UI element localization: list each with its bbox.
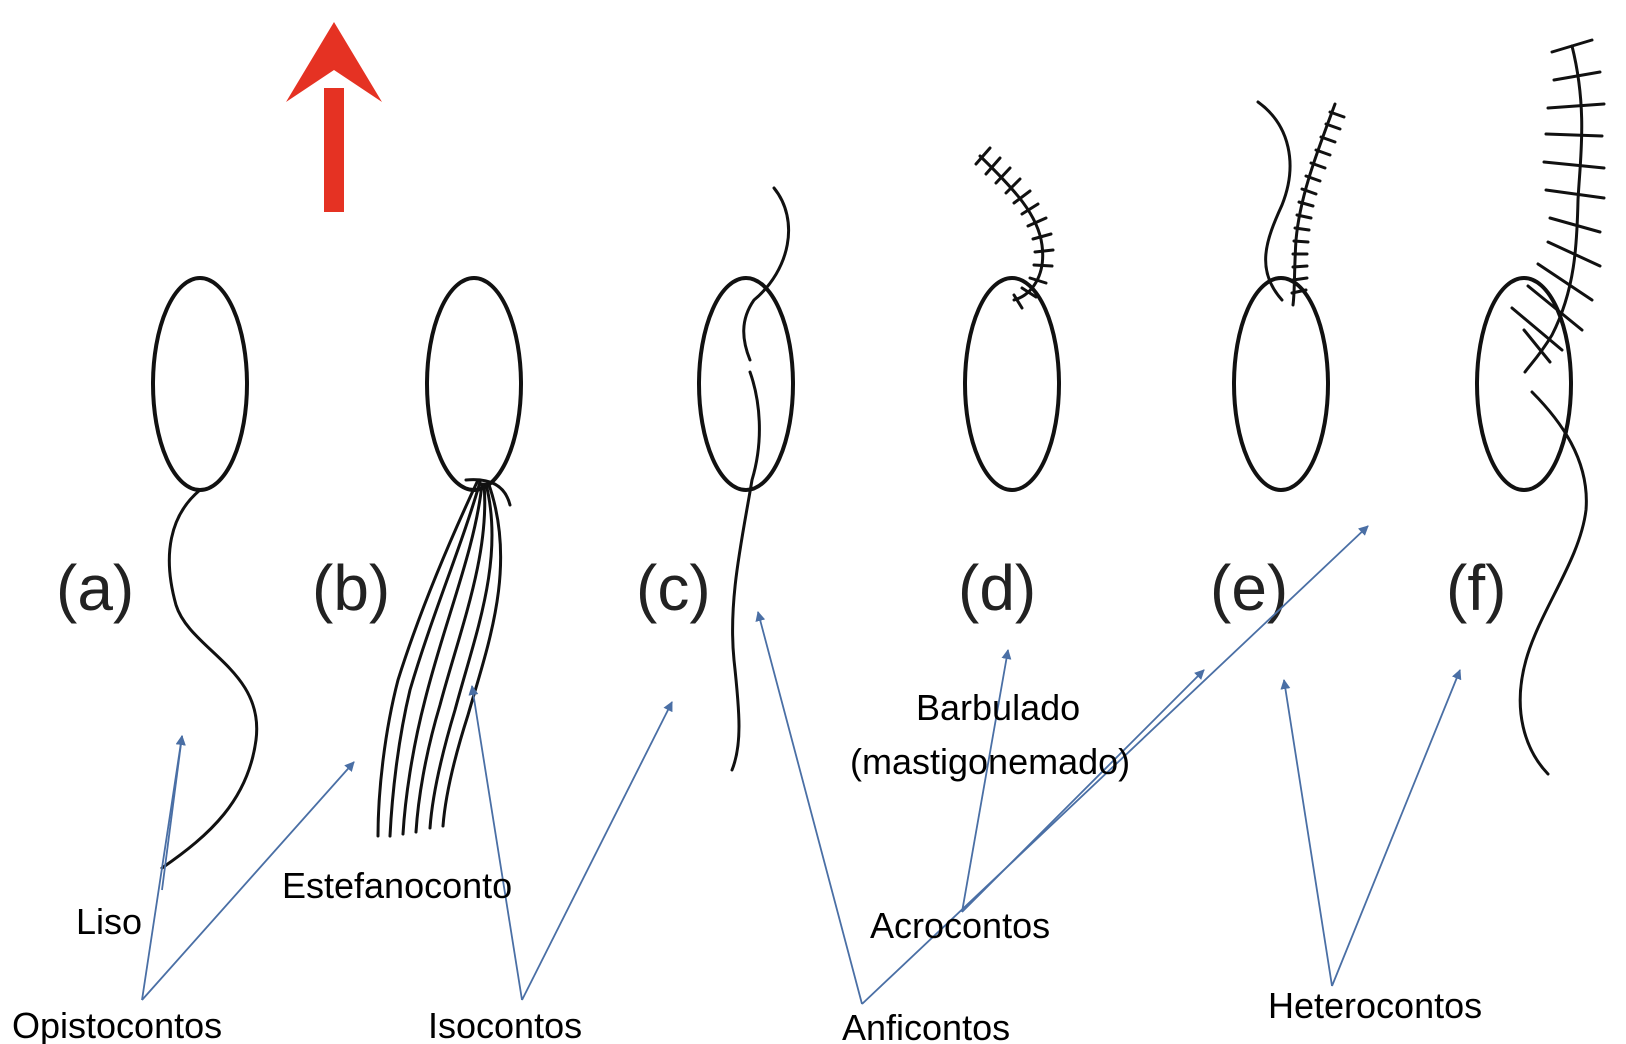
label-isocontos: Isocontos	[428, 1005, 582, 1044]
panel-d-letter: (d)	[958, 552, 1036, 624]
panel-f-cell	[1475, 38, 1606, 776]
panel-e-letter: (e)	[1210, 552, 1288, 624]
panel-a-cell	[151, 276, 259, 870]
label-opistocontos: Opistocontos	[12, 1005, 222, 1044]
pointer-isocontos-b	[468, 685, 523, 1001]
panel-f-mastigonemes	[1510, 38, 1606, 364]
pointer-arrows	[141, 525, 1462, 1005]
arrow-up-icon	[286, 22, 382, 212]
label-acrocontos: Acrocontos	[870, 905, 1050, 946]
pointer-opistocontos-b	[141, 761, 355, 1001]
pointer-opistocontos-a	[141, 735, 186, 1001]
label-barbulado: Barbulado	[916, 687, 1080, 728]
label-liso: Liso	[76, 901, 142, 942]
label-anficontos: Anficontos	[842, 1007, 1010, 1044]
panel-c-letter: (c)	[636, 552, 711, 624]
label-heterocontos: Heterocontos	[1268, 985, 1482, 1026]
panel-d-mastigonemes	[974, 146, 1055, 310]
label-estefanoconto: Estefanoconto	[282, 865, 512, 906]
panel-c-cell	[697, 186, 795, 772]
pointer-barbulado	[961, 649, 1012, 913]
pointer-heterocontos-e	[1280, 679, 1333, 987]
pointer-isocontos-c	[521, 701, 673, 1001]
pointer-heterocontos-f	[1331, 669, 1462, 987]
pointer-anficontos-c	[755, 611, 863, 1005]
panel-e-cell	[1232, 100, 1346, 492]
panel-d-cell	[963, 146, 1061, 492]
label-mastigonemado: (mastigonemado)	[850, 741, 1130, 782]
pointer-anficontos-e	[861, 525, 1369, 1005]
panel-e-mastigonemes	[1290, 110, 1346, 295]
panel-b-cell	[376, 276, 523, 838]
panel-a-letter: (a)	[56, 552, 134, 624]
panel-b-letter: (b)	[312, 552, 390, 624]
panel-f-letter: (f)	[1446, 552, 1506, 624]
